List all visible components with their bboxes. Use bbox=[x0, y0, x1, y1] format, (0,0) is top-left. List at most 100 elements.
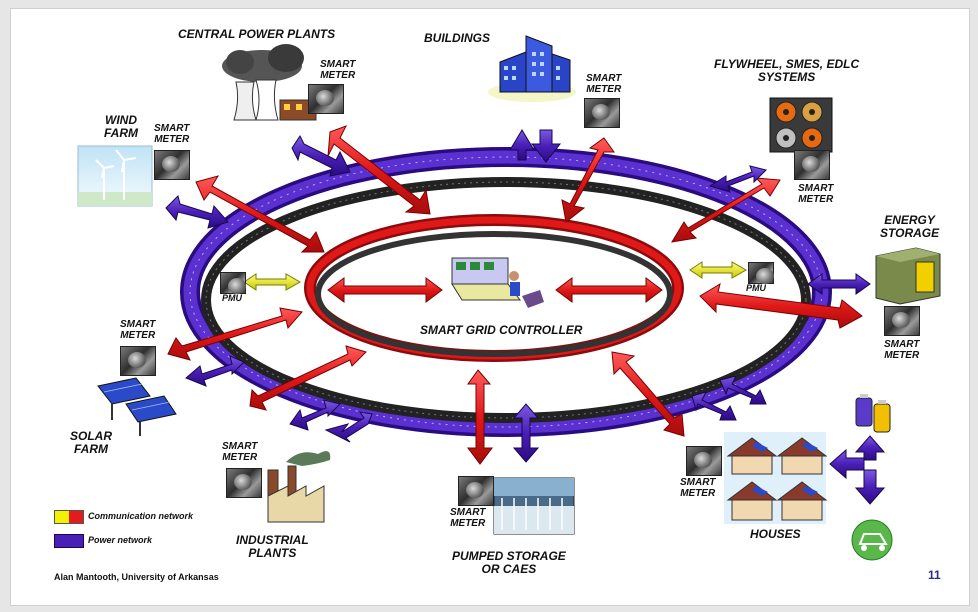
legend-label-power: Power network bbox=[88, 535, 153, 545]
comm-arrow-houses bbox=[611, 351, 685, 437]
comm-arrow-energy bbox=[699, 282, 863, 329]
label-pumped-line1: PUMPED STORAGE bbox=[452, 549, 566, 563]
smart-text: SMART bbox=[120, 319, 156, 330]
smart-text: SMART bbox=[680, 477, 716, 488]
pmu-arrows bbox=[243, 261, 748, 291]
label-industrial-plants: INDUSTRIAL PLANTS bbox=[236, 534, 309, 559]
power-arrow-houses-cross-down bbox=[854, 469, 886, 505]
smart-text: SMART bbox=[154, 123, 190, 134]
smart-text: SMART bbox=[222, 441, 258, 452]
smart-text: SMART bbox=[320, 59, 356, 70]
label-pmu-left: PMU bbox=[222, 293, 242, 303]
comm-arrow-central-plants bbox=[327, 125, 431, 215]
meter-text: METER bbox=[154, 133, 190, 145]
legend-label-communication: Communication network bbox=[88, 511, 194, 521]
label-pumped-storage: PUMPED STORAGE OR CAES bbox=[452, 550, 566, 575]
label-solar-line1: SOLAR bbox=[70, 429, 112, 443]
label-energy-line1: ENERGY bbox=[884, 213, 935, 227]
power-arrow-industrial-2 bbox=[324, 411, 373, 443]
smart-text: SMART bbox=[450, 507, 486, 518]
power-arrow-houses-cross-left bbox=[829, 448, 865, 480]
footer-author: Alan Mantooth, University of Arkansas bbox=[54, 572, 219, 582]
buildings-icon bbox=[488, 35, 576, 102]
meter-text: METER bbox=[450, 517, 486, 529]
power-arrow-houses-1 bbox=[719, 375, 767, 405]
comm-arrow-controller-left bbox=[327, 277, 443, 303]
meter-text: METER bbox=[320, 69, 356, 81]
label-industrial-line2: PLANTS bbox=[248, 545, 297, 560]
power-plant-icon bbox=[222, 44, 317, 121]
smart-text: SMART bbox=[798, 183, 834, 194]
electric-car-icon bbox=[851, 519, 893, 561]
communication-ring bbox=[304, 214, 684, 362]
power-arrow-industrial-1 bbox=[289, 399, 341, 431]
smart-meter-icon-central bbox=[308, 84, 344, 114]
energy-storage-icon bbox=[875, 247, 941, 305]
smart-meter-icon-buildings bbox=[584, 98, 620, 128]
flywheel-icon bbox=[769, 97, 833, 153]
power-arrow-flywheel bbox=[708, 165, 767, 193]
comm-arrow-controller-right bbox=[555, 277, 663, 303]
power-arrows bbox=[165, 129, 886, 505]
smart-meter-icon-wind bbox=[154, 150, 190, 180]
pmu-icon-right bbox=[748, 262, 774, 284]
meter-text: METER bbox=[798, 193, 834, 205]
smart-meter-icon-solar bbox=[120, 346, 156, 376]
smart-meter-icon-houses bbox=[686, 446, 722, 476]
power-arrow-wind bbox=[165, 195, 229, 229]
pmu-icon-left bbox=[220, 272, 246, 294]
power-arrow-houses-2 bbox=[691, 391, 737, 421]
meter-text: METER bbox=[680, 487, 716, 499]
label-flywheel-line2: SYSTEMS bbox=[757, 69, 816, 84]
meter-text: METER bbox=[120, 329, 156, 341]
comm-arrow-pumped bbox=[467, 369, 493, 465]
label-pmu-right: PMU bbox=[746, 283, 766, 293]
comm-arrow-solar bbox=[167, 307, 303, 361]
legend-swatch-power bbox=[54, 534, 84, 548]
page-number: 11 bbox=[928, 568, 941, 582]
label-energy-line2: STORAGE bbox=[880, 225, 940, 240]
comm-arrow-buildings bbox=[561, 137, 615, 223]
solar-farm-icon bbox=[97, 377, 177, 436]
power-arrow-solar bbox=[185, 355, 245, 387]
smart-meter-icon-pumped bbox=[458, 476, 494, 506]
legend-swatch-communication bbox=[54, 510, 84, 524]
wind-farm-icon bbox=[77, 145, 153, 207]
power-arrow-buildings-up bbox=[509, 129, 535, 161]
pmu-arrow-right bbox=[689, 261, 748, 279]
label-wind-line1: WIND bbox=[105, 113, 137, 127]
label-wind-line2: FARM bbox=[104, 125, 138, 140]
houses-icon bbox=[724, 432, 828, 524]
power-arrow-energy bbox=[807, 273, 871, 295]
smart-meter-icon-flywheel bbox=[794, 150, 830, 180]
label-pumped-line2: OR CAES bbox=[481, 561, 537, 576]
power-arrow-central-plants bbox=[291, 135, 351, 177]
label-flywheel: FLYWHEEL, SMES, EDLC SYSTEMS bbox=[714, 58, 859, 83]
smart-meter-icon-energy bbox=[884, 306, 920, 336]
label-houses: HOUSES bbox=[750, 527, 801, 541]
smart-meter-icon-industrial bbox=[226, 468, 262, 498]
label-industrial-line1: INDUSTRIAL bbox=[236, 533, 309, 547]
label-flywheel-line1: FLYWHEEL, SMES, EDLC bbox=[714, 57, 860, 71]
comm-arrow-wind bbox=[195, 175, 325, 253]
smart-text: SMART bbox=[884, 339, 920, 350]
meter-text: METER bbox=[586, 83, 622, 95]
power-arrow-houses-cross-up bbox=[854, 435, 886, 461]
industrial-plant-icon bbox=[267, 451, 331, 523]
comm-arrow-flywheel bbox=[671, 177, 781, 243]
batteries-icon bbox=[855, 394, 891, 433]
communication-arrows bbox=[167, 125, 863, 465]
meter-text: METER bbox=[884, 349, 920, 361]
label-solar-line2: FARM bbox=[74, 441, 108, 456]
label-buildings: BUILDINGS bbox=[424, 31, 490, 45]
